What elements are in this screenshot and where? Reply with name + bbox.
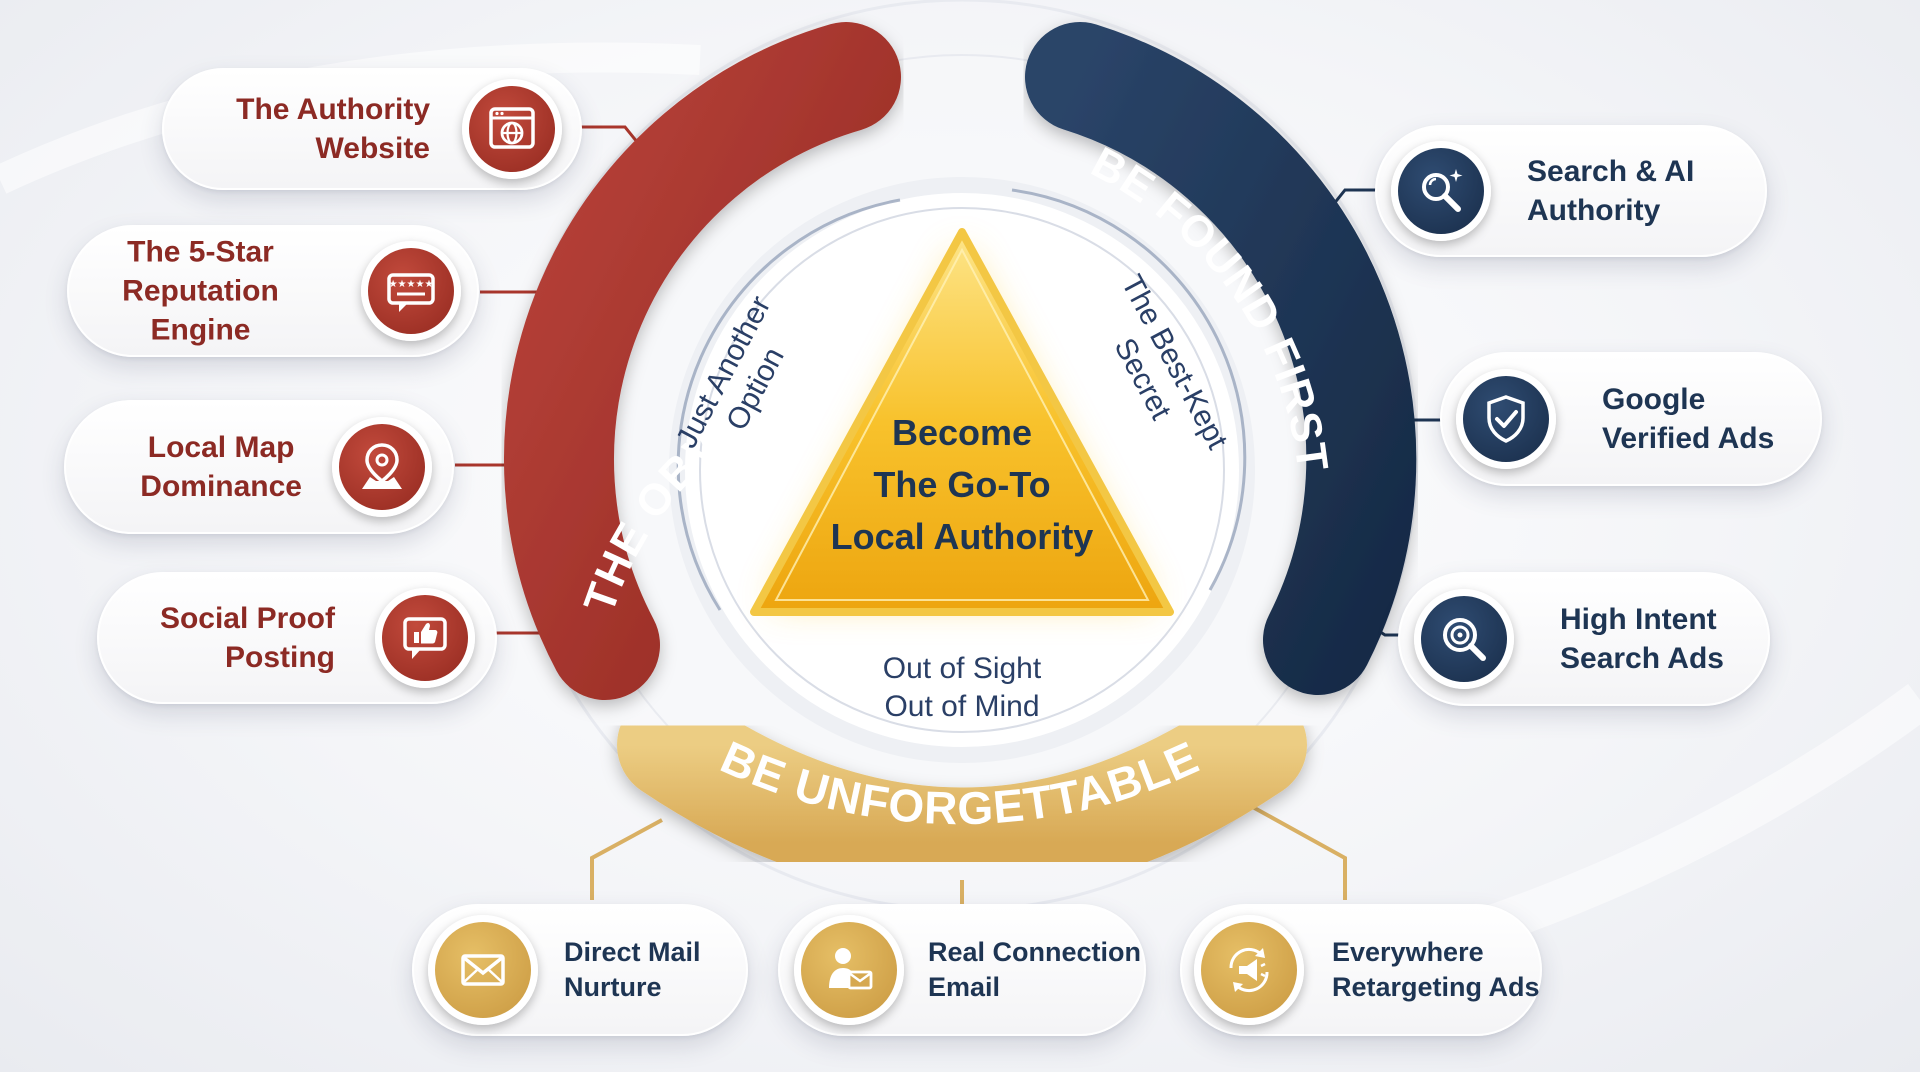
item-label: Social Proof Posting — [159, 602, 335, 674]
item-real-connection: Real Connection Email — [778, 904, 1146, 1036]
item-label: Local Map Dominance — [140, 431, 302, 503]
item-social-proof: Social Proof Posting — [97, 572, 497, 704]
website-globe-icon — [462, 79, 562, 179]
found-first-arc — [1025, 22, 1417, 695]
item-label: Direct Mail Nurture — [564, 936, 701, 1002]
item-label: Real Connection Email — [928, 936, 1142, 1002]
center-title-line-1: Become — [892, 412, 1032, 453]
person-email-icon — [794, 915, 904, 1025]
unforgettable-arc — [617, 690, 1307, 898]
megaphone-cycle-icon — [1194, 915, 1304, 1025]
item-label: Search & AI Authority — [1527, 155, 1695, 227]
item-label: High Intent Search Ads — [1560, 603, 1724, 675]
target-search-icon — [1414, 589, 1514, 689]
thumbs-up-icon — [375, 588, 475, 688]
item-label: The Authority Website — [236, 93, 430, 165]
item-direct-mail: Direct Mail Nurture — [412, 904, 748, 1036]
obvious-choice-arc — [503, 22, 901, 700]
center-title-line-2: The Go-To — [873, 464, 1050, 505]
item-retargeting: Everywhere Retargeting Ads — [1180, 904, 1542, 1036]
item-label: The 5-Star Reputation Engine — [122, 235, 279, 347]
item-local-map: Local Map Dominance — [64, 400, 454, 534]
shield-check-icon — [1456, 369, 1556, 469]
envelope-icon — [428, 915, 538, 1025]
center-triangle — [750, 228, 1174, 616]
item-label: Google Verified Ads — [1602, 383, 1775, 455]
item-reputation-engine: The 5-Star Reputation Engine ★★★★★ — [67, 225, 479, 357]
star-review-icon: ★★★★★ — [361, 241, 461, 341]
search-sparkle-icon — [1391, 141, 1491, 241]
item-label: Everywhere Retargeting Ads — [1332, 936, 1540, 1002]
item-search-ai: Search & AI Authority — [1375, 125, 1767, 257]
inner-bottom-caption-2: Out of Mind — [884, 690, 1039, 723]
item-high-intent: High Intent Search Ads — [1398, 572, 1770, 706]
svg-text:★★★★★: ★★★★★ — [389, 279, 434, 290]
inner-bottom-caption-1: Out of Sight — [883, 652, 1042, 685]
item-authority-website: The Authority Website — [162, 68, 582, 190]
item-google-verified: Google Verified Ads — [1440, 352, 1822, 486]
center-title-line-3: Local Authority — [831, 516, 1094, 557]
map-pin-icon — [332, 417, 432, 517]
